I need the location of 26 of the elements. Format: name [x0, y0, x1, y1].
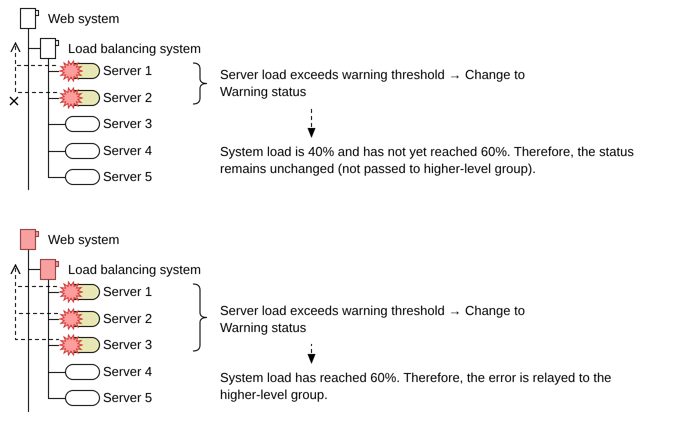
server-label: Server 5 [103, 169, 152, 185]
dashed-arrow [10, 42, 60, 93]
server-label: Server 1 [103, 284, 152, 300]
tree-line [48, 280, 66, 399]
group-label: Load balancing system [68, 262, 201, 278]
server-label: Server 3 [103, 337, 152, 353]
group-label: Load balancing system [68, 40, 201, 56]
tree-line [48, 58, 66, 178]
note-text: Server load exceeds warning threshold → Change to Warning status [220, 302, 565, 336]
dashed-arrow [308, 344, 316, 364]
group-label: Web system [48, 10, 120, 26]
note-text: System load is 40% and has not yet reached 60%. Therefore, the status remains unchanged (not passed to higher-level group). [220, 143, 642, 177]
tree-line [28, 250, 40, 270]
server-label: Server 4 [103, 364, 152, 380]
server-label: Server 1 [103, 63, 152, 79]
dashed-arrow [308, 108, 316, 138]
group-label: Web system [48, 232, 120, 248]
server-label: Server 3 [103, 116, 152, 132]
note-text: System load has reached 60%. Therefore, the error is relayed to the higher-level group. [220, 369, 642, 403]
server-label: Server 2 [103, 90, 152, 106]
note-text: Server load exceeds warning threshold → Change to Warning status [220, 66, 565, 100]
server-label: Server 5 [103, 390, 152, 406]
server-label: Server 2 [103, 311, 152, 327]
server-label: Server 4 [103, 143, 152, 159]
tree-line [28, 28, 40, 49]
dashed-arrow [10, 264, 60, 340]
